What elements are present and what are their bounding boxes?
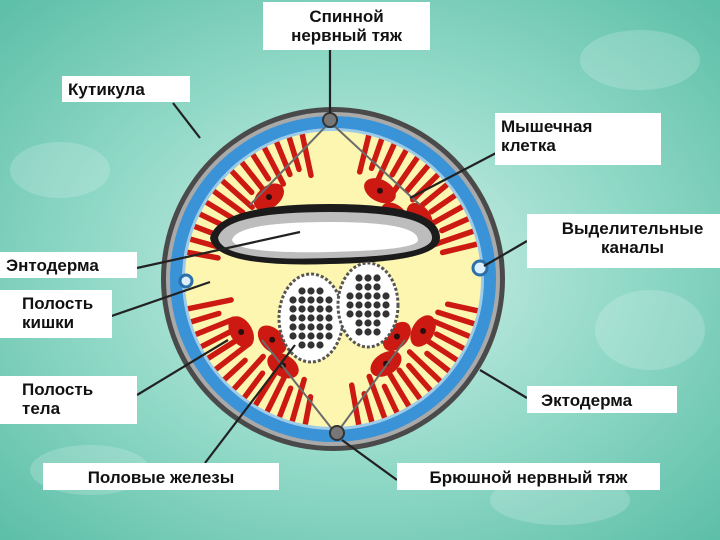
gonad-cell xyxy=(289,332,296,339)
gonad-cell xyxy=(382,310,389,317)
excretory-canal-left xyxy=(180,275,192,287)
ventral-nerve-cord xyxy=(330,426,344,440)
gonad-cell xyxy=(316,296,323,303)
label-cuticle-text: Кутикула xyxy=(68,80,190,99)
label-spinal-nerve-cord: Спинной нервный тяж xyxy=(263,2,430,50)
label-gut-line-1: Полость xyxy=(22,294,112,313)
label-endoderm-text: Энтодерма xyxy=(6,256,137,275)
gonad-cell xyxy=(289,314,296,321)
label-ventral-text: Брюшной нервный тяж xyxy=(397,468,660,487)
gonad-cell xyxy=(355,274,362,281)
label-ventral-nerve-cord: Брюшной нервный тяж xyxy=(397,463,660,490)
gonad-cell xyxy=(298,341,305,348)
gonad-cell xyxy=(373,310,380,317)
gonad-cell xyxy=(373,319,380,326)
gonad-cell xyxy=(307,332,314,339)
gonad-cell xyxy=(373,328,380,335)
label-ectoderm-text: Эктодерма xyxy=(541,391,677,410)
muscle-cell-nucleus xyxy=(377,188,383,194)
gonad-cell xyxy=(298,314,305,321)
label-gut-cavity: Полость кишки xyxy=(0,290,112,338)
muscle-cell-nucleus xyxy=(394,334,400,340)
label-spinal-line-2: нервный тяж xyxy=(263,26,430,45)
gonad-cell xyxy=(364,310,371,317)
muscle-cell-nucleus xyxy=(266,194,272,200)
gonad-cell xyxy=(325,305,332,312)
gonad-cell xyxy=(373,274,380,281)
label-endoderm: Энтодерма xyxy=(0,252,137,278)
gonad-cell xyxy=(364,274,371,281)
label-muscle-line-2: клетка xyxy=(501,136,661,155)
gonad-cell xyxy=(316,341,323,348)
gonad-cell xyxy=(298,332,305,339)
gonad-cell xyxy=(307,296,314,303)
label-gonads-text: Половые железы xyxy=(43,468,279,487)
gonad-cell xyxy=(316,287,323,294)
gonad-cell xyxy=(373,301,380,308)
gonad-cell xyxy=(373,283,380,290)
gonad-cell xyxy=(355,310,362,317)
label-excretory-canals: Выделительные каналы xyxy=(527,214,720,268)
dorsal-nerve-cord xyxy=(323,113,337,127)
gonad-cell xyxy=(307,287,314,294)
label-gonads: Половые железы xyxy=(43,463,279,490)
gonad-cell xyxy=(364,283,371,290)
gonad-cell xyxy=(298,305,305,312)
gonad-cell xyxy=(316,314,323,321)
gonad-cell xyxy=(346,310,353,317)
muscle-cell-nucleus xyxy=(238,329,244,335)
gonad-cell xyxy=(289,323,296,330)
gonad-cell xyxy=(373,292,380,299)
gonad-cell xyxy=(307,314,314,321)
label-excretory-line-1: Выделительные xyxy=(545,219,720,238)
gonad-cell xyxy=(364,319,371,326)
label-muscle-cell: Мышечная клетка xyxy=(495,113,661,165)
label-muscle-line-1: Мышечная xyxy=(501,117,661,136)
gonad-cell xyxy=(355,328,362,335)
excretory-canal-right xyxy=(473,261,487,275)
gonad-cell xyxy=(289,296,296,303)
gonad-cell xyxy=(316,323,323,330)
gonad-cell xyxy=(355,283,362,290)
gonad-cell xyxy=(316,305,323,312)
gonad-cell xyxy=(382,292,389,299)
gut xyxy=(210,204,440,264)
gonad-cell xyxy=(289,305,296,312)
gonad-cell xyxy=(382,301,389,308)
gonad-cell xyxy=(364,292,371,299)
gonad-cell xyxy=(364,328,371,335)
label-excretory-line-2: каналы xyxy=(545,238,720,257)
gonad-cell xyxy=(355,319,362,326)
gonad-cell xyxy=(346,301,353,308)
gonad-cell xyxy=(307,341,314,348)
muscle-cell-nucleus xyxy=(420,328,426,334)
label-body-line-1: Полость xyxy=(22,380,137,399)
gonad-cell xyxy=(307,305,314,312)
muscle-cell-nucleus xyxy=(269,337,275,343)
label-spinal-line-1: Спинной xyxy=(263,7,430,26)
gonad-cell xyxy=(325,332,332,339)
gonad-cell xyxy=(325,323,332,330)
label-ectoderm: Эктодерма xyxy=(527,386,677,413)
gonad-cell xyxy=(355,301,362,308)
gonad-cell xyxy=(298,296,305,303)
gonad-cell xyxy=(325,296,332,303)
gonad-cell xyxy=(346,292,353,299)
gonad-cell xyxy=(364,301,371,308)
gonad-cell xyxy=(298,287,305,294)
label-body-cavity: Полость тела xyxy=(0,376,137,424)
gonad-cell xyxy=(307,323,314,330)
gonad-cell xyxy=(316,332,323,339)
label-cuticle: Кутикула xyxy=(62,76,190,102)
gut-lumen xyxy=(232,222,418,252)
gonad-cell xyxy=(355,292,362,299)
label-body-line-2: тела xyxy=(22,399,137,418)
gonad-cell xyxy=(298,323,305,330)
label-gut-line-2: кишки xyxy=(22,313,112,332)
gonad-cell xyxy=(325,314,332,321)
